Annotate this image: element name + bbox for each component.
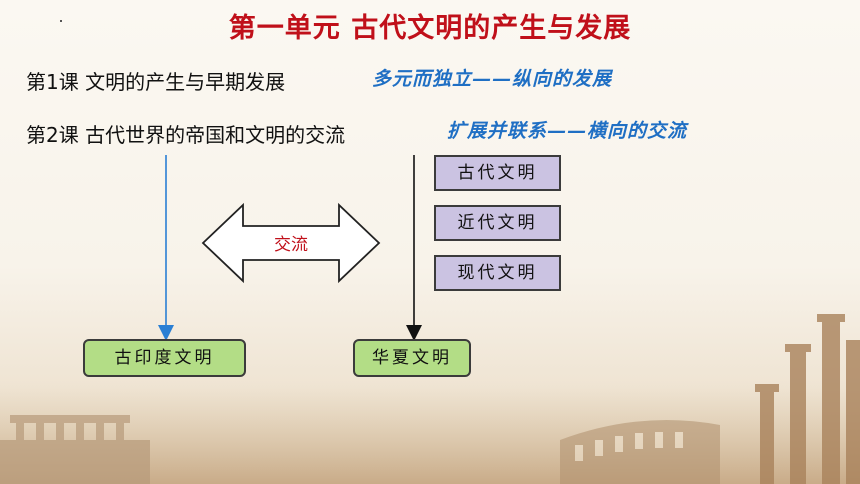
exchange-double-arrow (201, 202, 381, 284)
exchange-label: 交流 (274, 235, 308, 255)
era-modern: 近代文明 (434, 205, 561, 241)
era-contemporary: 现代文明 (434, 255, 561, 291)
lesson-2-label: 第2课 古代世界的帝国和文明的交流 (26, 123, 346, 147)
lesson-1-label: 第1课 文明的产生与早期发展 (26, 70, 286, 94)
page-title: 第一单元 古代文明的产生与发展 (228, 13, 632, 44)
civ-china: 华夏文明 (353, 339, 471, 377)
lesson-1-tag: 多元而独立——纵向的发展 (372, 68, 613, 90)
decorative-dot (60, 20, 62, 22)
lesson-2-tag: 扩展并联系——横向的交流 (447, 120, 688, 142)
era-ancient: 古代文明 (434, 155, 561, 191)
civ-india: 古印度文明 (83, 339, 246, 377)
